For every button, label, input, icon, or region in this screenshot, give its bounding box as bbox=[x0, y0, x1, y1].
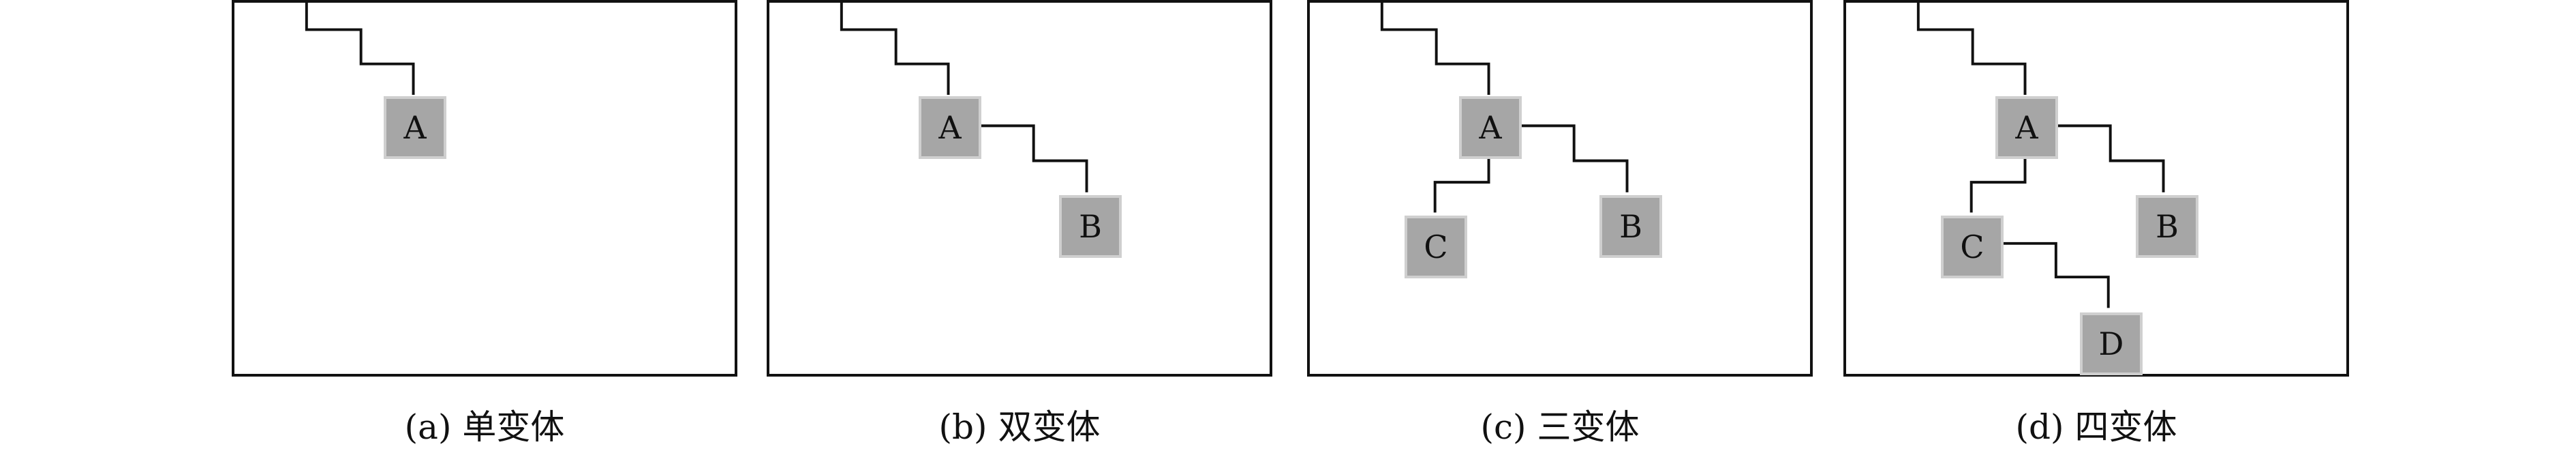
caption-a: (a) 单变体 bbox=[404, 407, 565, 447]
node-b: B bbox=[1059, 195, 1122, 258]
caption-c: (c) 三变体 bbox=[1480, 407, 1640, 447]
panel-c-triple-variant: A B C bbox=[1307, 0, 1813, 377]
panel-a-single-variant: A bbox=[232, 0, 737, 377]
caption-d: (d) 四变体 bbox=[2015, 407, 2177, 447]
node-a: A bbox=[919, 96, 981, 159]
node-c: C bbox=[1941, 216, 2004, 278]
node-b: B bbox=[2136, 195, 2198, 258]
node-a: A bbox=[1459, 96, 1522, 159]
node-d: D bbox=[2080, 312, 2143, 375]
node-a: A bbox=[1995, 96, 2058, 159]
panel-d-quadruple-variant: A B C D bbox=[1843, 0, 2349, 377]
connector-lines bbox=[305, 3, 415, 96]
node-b: B bbox=[1599, 195, 1662, 258]
node-c: C bbox=[1405, 216, 1467, 278]
connector-lines bbox=[1916, 3, 2165, 308]
node-a: A bbox=[384, 96, 446, 159]
panel-b-double-variant: A B bbox=[767, 0, 1272, 377]
caption-b: (b) 双变体 bbox=[938, 407, 1101, 447]
connector-lines bbox=[840, 3, 1088, 192]
connector-lines bbox=[1380, 3, 1629, 213]
